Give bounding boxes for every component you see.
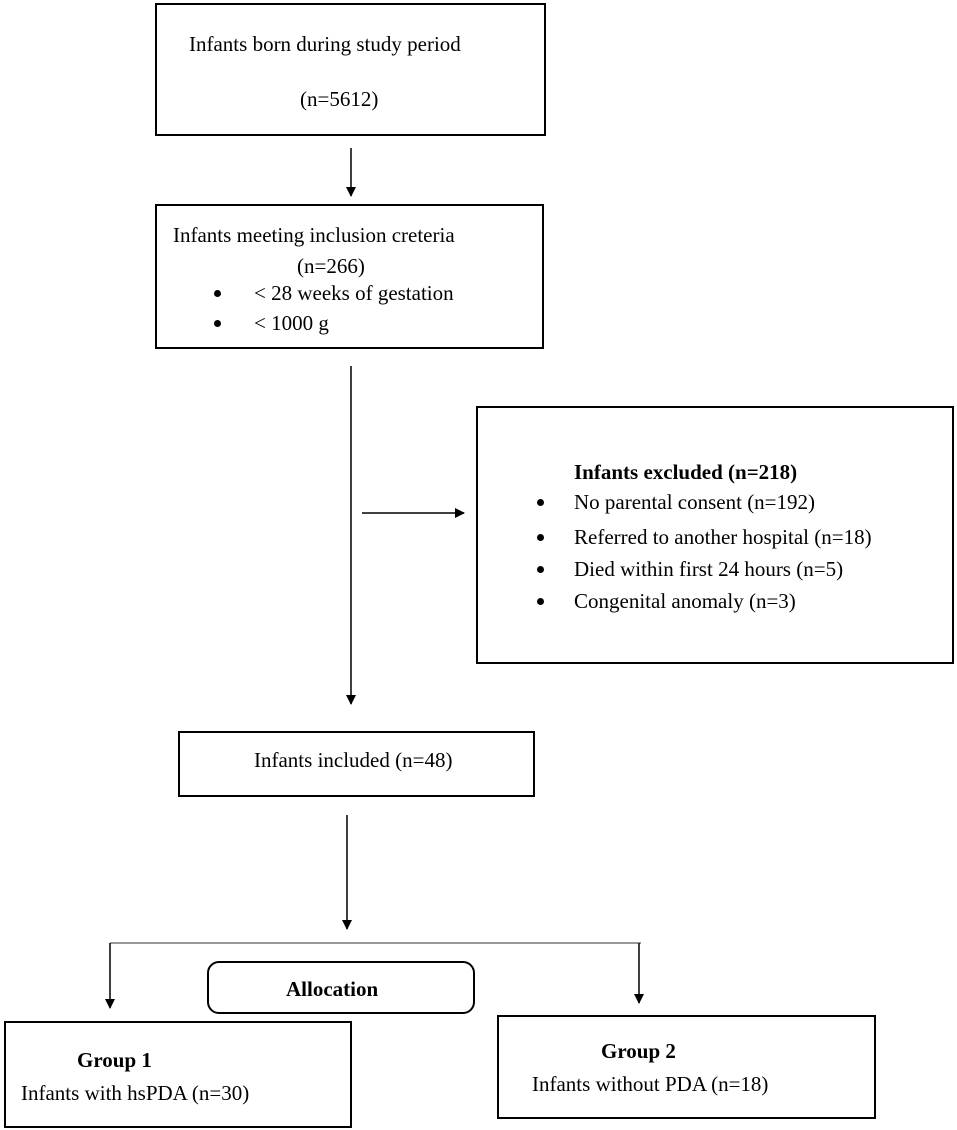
bullet-icon [537, 566, 544, 573]
excluded-title: Infants excluded (n=218) [574, 460, 798, 484]
bullet-icon [537, 598, 544, 605]
included-title: Infants included (n=48) [254, 748, 453, 772]
bullet-icon [214, 290, 221, 297]
excluded-reason: Referred to another hospital (n=18) [537, 524, 872, 550]
inclusion-criterion: < 1000 g [214, 310, 329, 336]
bullet-icon [537, 499, 544, 506]
allocation-box [207, 961, 475, 1014]
excluded-reason: Died within first 24 hours (n=5) [537, 556, 843, 582]
group1-box [4, 1021, 352, 1128]
group1-description: Infants with hsPDA (n=30) [21, 1081, 250, 1105]
group2-title: Group 2 [601, 1039, 676, 1063]
group2-box [497, 1015, 876, 1119]
inclusion-title: Infants meeting inclusion creteria [173, 223, 455, 247]
inclusion-count: (n=266) [297, 254, 365, 278]
inclusion-criterion-text: < 28 weeks of gestation [254, 281, 454, 305]
excluded-reason-text: Died within first 24 hours (n=5) [574, 557, 844, 581]
bullet-icon [537, 534, 544, 541]
born-box [155, 3, 546, 136]
included-box [178, 731, 535, 797]
group1-title: Group 1 [77, 1048, 152, 1072]
allocation-label: Allocation [286, 977, 379, 1001]
inclusion-criterion-text: < 1000 g [254, 311, 329, 335]
excluded-reason-text: Referred to another hospital (n=18) [574, 525, 872, 549]
born-title: Infants born during study period [189, 32, 461, 56]
excluded-reason: Congenital anomaly (n=3) [537, 588, 796, 614]
excluded-reason-text: Congenital anomaly (n=3) [574, 589, 796, 613]
excluded-reason-text: No parental consent (n=192) [574, 490, 816, 514]
excluded-box [476, 406, 954, 664]
inclusion-criterion: < 28 weeks of gestation [214, 280, 454, 306]
excluded-reason: No parental consent (n=192) [537, 489, 815, 515]
group2-description: Infants without PDA (n=18) [532, 1072, 769, 1096]
born-count: (n=5612) [300, 87, 379, 111]
bullet-icon [214, 320, 221, 327]
